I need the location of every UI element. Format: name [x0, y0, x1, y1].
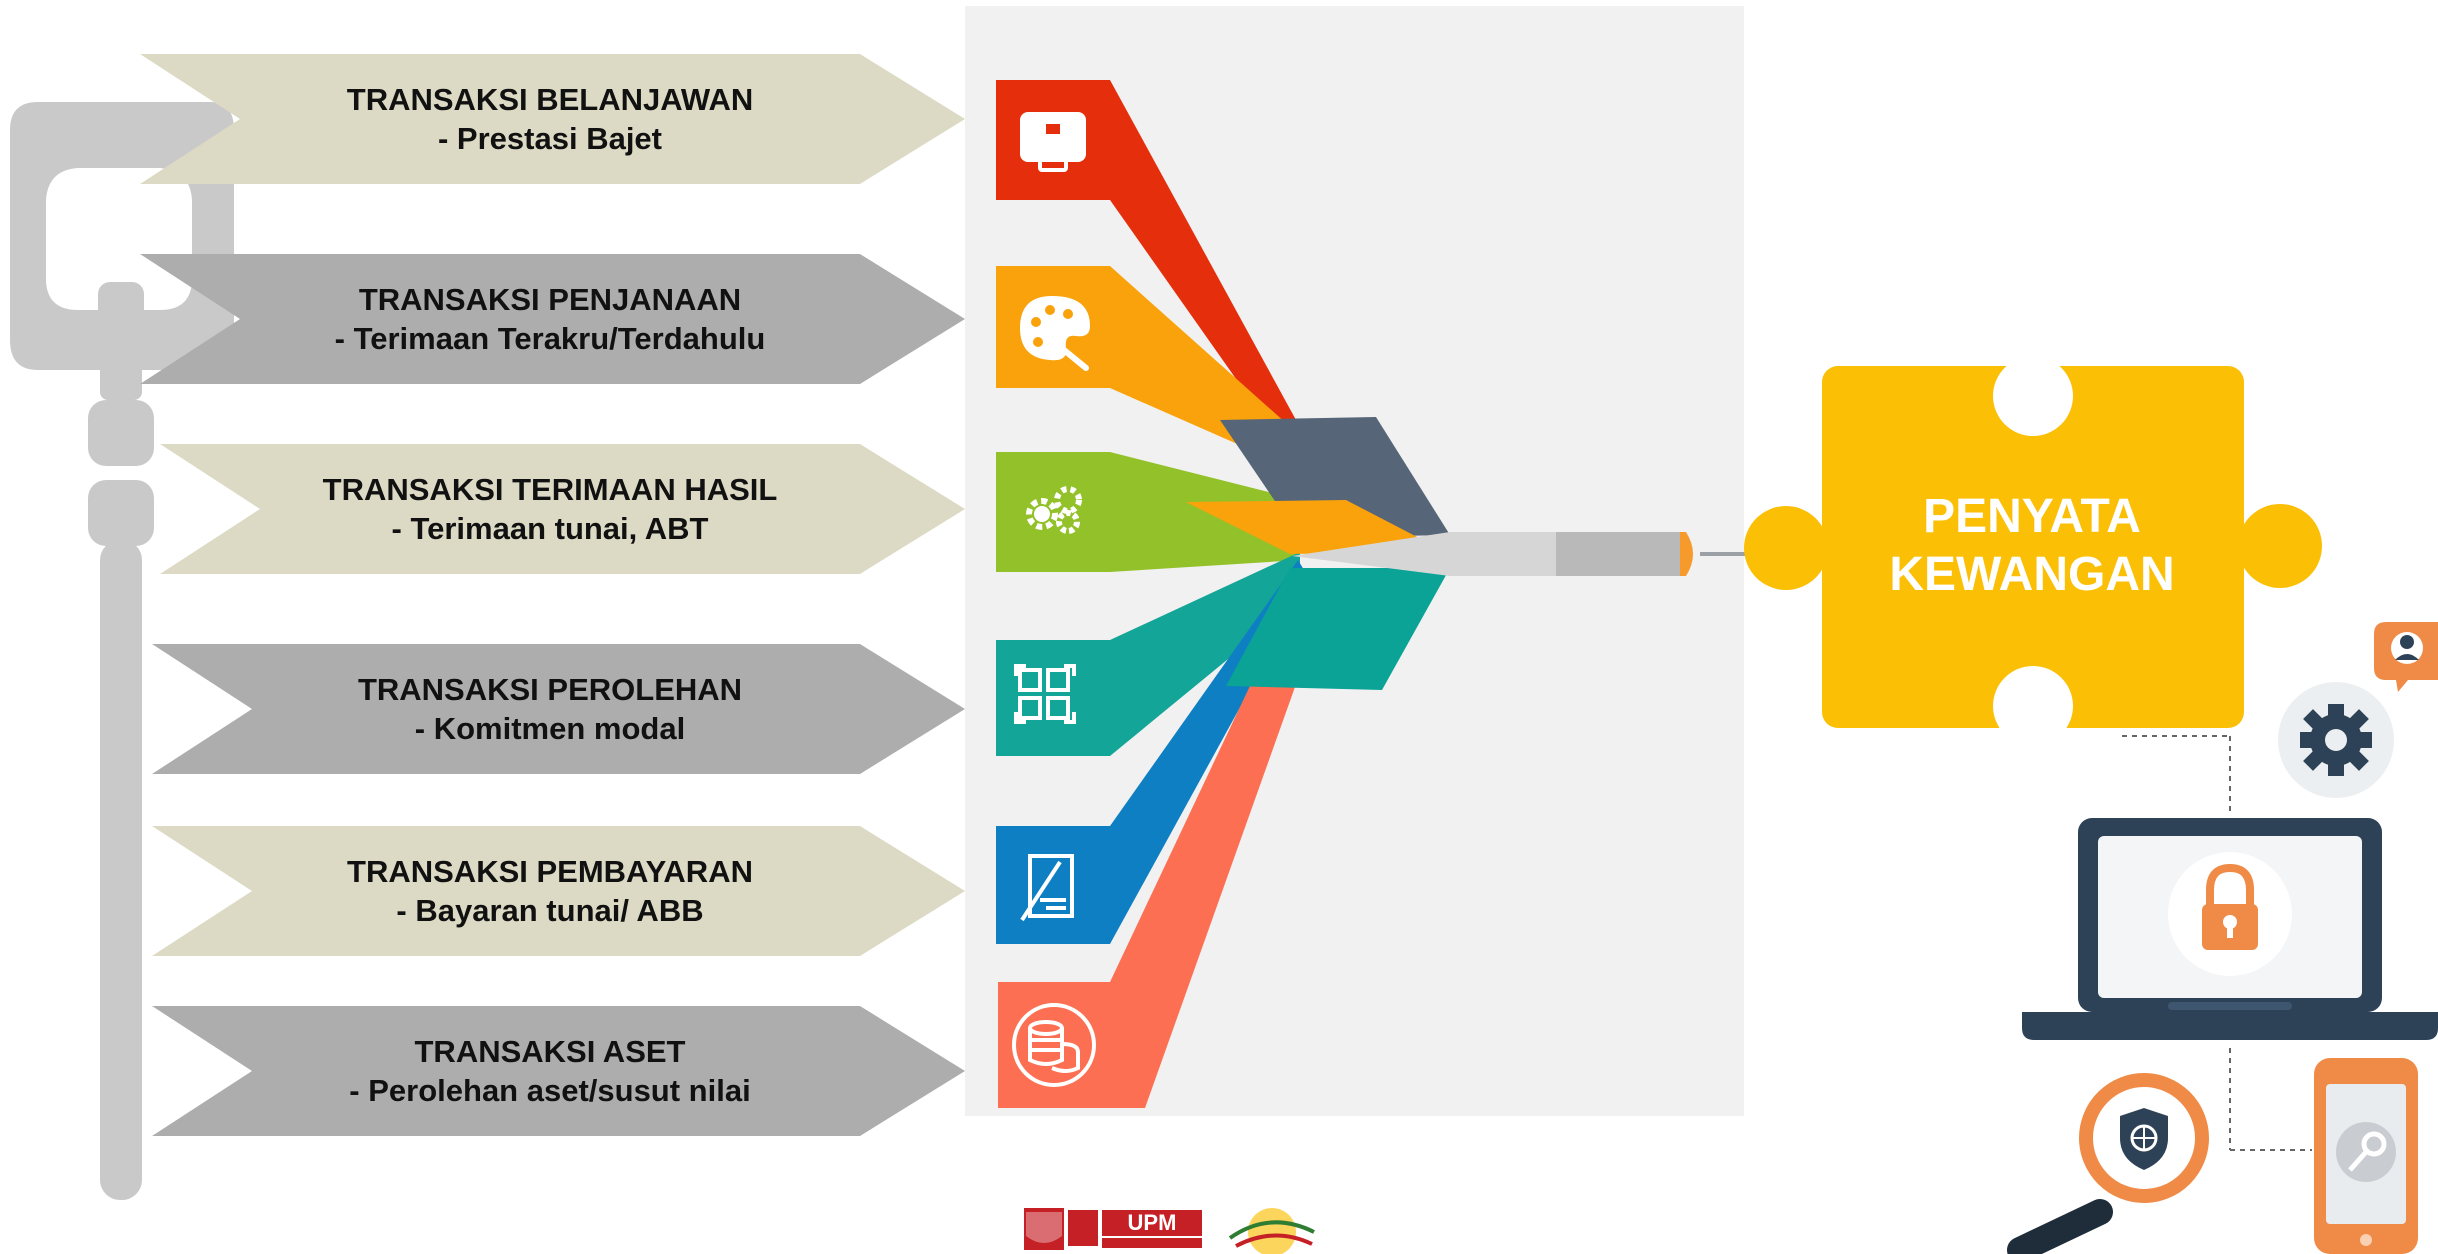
transaction-arrow-2 [140, 254, 965, 384]
transaction-arrow-1 [140, 54, 965, 184]
transaction-title: TRANSAKSI ASET [414, 1034, 686, 1069]
funnel-nozzle [1292, 532, 1560, 576]
transaction-subtitle: - Perolehan aset/susut nilai [349, 1073, 751, 1108]
palette-icon [1020, 296, 1090, 371]
transaction-subtitle: - Terimaan tunai, ABT [391, 511, 709, 546]
funnel-nozzle-band [1556, 532, 1682, 576]
puzzle-piece [1744, 356, 2322, 746]
transaction-title: TRANSAKSI PENJANAAN [358, 282, 742, 317]
transaction-subtitle: - Terimaan Terakru/Terdahulu [334, 321, 766, 356]
transaction-subtitle: - Bayaran tunai/ ABB [396, 893, 704, 928]
result-line-2: KEWANGAN [1889, 548, 2175, 601]
ribbon-teal [1110, 552, 1300, 756]
ribbon-red [1110, 80, 1300, 430]
magnifier-shield-icon [2007, 1073, 2209, 1254]
transaction-label-belanjawan: TRANSAKSI BELANJAWAN - Prestasi Bajet [260, 80, 840, 158]
transaction-arrow-5 [152, 826, 965, 956]
upm-logo [1024, 1208, 1315, 1254]
transaction-title: TRANSAKSI PEROLEHAN [357, 672, 743, 707]
funnel-slate-plane [1220, 417, 1450, 538]
transaction-subtitle: - Prestasi Bajet [438, 121, 662, 156]
funnel-teal-plane [1226, 568, 1450, 690]
transaction-title: TRANSAKSI TERIMAAN HASIL [322, 472, 778, 507]
upm-logo-text: UPM [1127, 1210, 1177, 1235]
result-line-1: PENYATA [1923, 490, 2141, 543]
ribbon-green [1110, 452, 1300, 572]
financial-statement-label: PENYATA KEWANGAN [1822, 488, 2242, 604]
transaction-arrow-4 [152, 644, 965, 774]
transaction-arrow-3 [160, 444, 965, 574]
transaction-title: TRANSAKSI PEMBAYARAN [347, 854, 753, 889]
coin-stack-icon [1012, 1003, 1096, 1087]
phone-key-icon [2314, 1058, 2418, 1254]
document-pen-icon [1020, 854, 1074, 922]
transaction-title: TRANSAKSI BELANJAWAN [346, 82, 754, 117]
briefcase-icon [1020, 112, 1086, 172]
gear-icon [2278, 682, 2394, 798]
ribbon-salmon [1110, 580, 1326, 1108]
transaction-label-terimaan-hasil: TRANSAKSI TERIMAAN HASIL - Terimaan tuna… [260, 470, 840, 548]
funnel-nozzle-tip [1680, 532, 1693, 576]
ribbon-orange [1110, 266, 1302, 456]
qr-code-icon [1014, 664, 1076, 724]
gears-icon [1026, 486, 1082, 534]
funnel-orange-plane [1186, 500, 1446, 554]
laptop-icon [2022, 818, 2438, 1040]
user-chat-icon [2374, 622, 2438, 692]
transaction-label-pembayaran: TRANSAKSI PEMBAYARAN - Bayaran tunai/ AB… [260, 852, 840, 930]
transaction-label-penjanaan: TRANSAKSI PENJANAAN - Terimaan Terakru/T… [260, 280, 840, 358]
security-cluster [2007, 622, 2438, 1254]
transaction-label-perolehan: TRANSAKSI PEROLEHAN - Komitmen modal [260, 670, 840, 748]
transaction-subtitle: - Komitmen modal [414, 711, 686, 746]
transaction-label-aset: TRANSAKSI ASET - Perolehan aset/susut ni… [260, 1032, 840, 1110]
transaction-arrow-6 [152, 1006, 965, 1136]
funnel-ribbons [1110, 80, 1760, 1108]
